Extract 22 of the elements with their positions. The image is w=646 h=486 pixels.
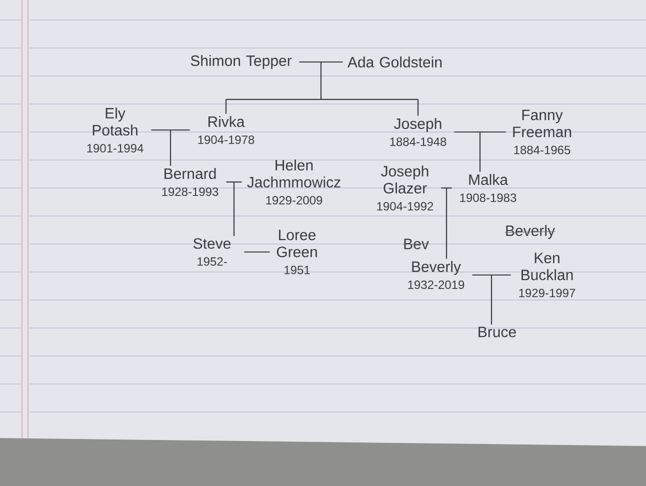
person-label: Fanny Freeman 1884-1965 — [513, 110, 572, 154]
connector-line — [226, 181, 242, 236]
connector-line — [244, 251, 270, 253]
connector-line — [225, 61, 419, 116]
connector-line — [151, 129, 190, 166]
person-label: Ely Potash 1901-1994 — [87, 108, 144, 152]
connector-line — [472, 274, 511, 325]
person-label: Bernard 1928-1993 — [162, 168, 218, 196]
person-label: Malka 1908-1983 — [460, 174, 516, 202]
person-label: Beverly 1932-2019 — [408, 261, 464, 289]
connector-line — [454, 131, 506, 172]
person-label: Helen Jachmmowicz 1929-2009 — [247, 160, 340, 204]
person-label: Ada Goldstein — [348, 56, 442, 68]
person-label: Steve 1952- — [194, 238, 230, 266]
connector-line — [441, 187, 452, 259]
person-label: Rivka 1904-1978 — [198, 116, 254, 144]
person-label: Loree Green 1951 — [276, 230, 317, 274]
person-label: Joseph Glazer 1904-1992 — [377, 166, 434, 210]
person-label: Joseph 1884-1948 — [390, 118, 446, 146]
person-label: Bruce — [478, 326, 516, 338]
person-label: Shimon Tepper — [190, 55, 292, 69]
person-label: Ken Bucklan 1929-1997 — [519, 252, 576, 298]
